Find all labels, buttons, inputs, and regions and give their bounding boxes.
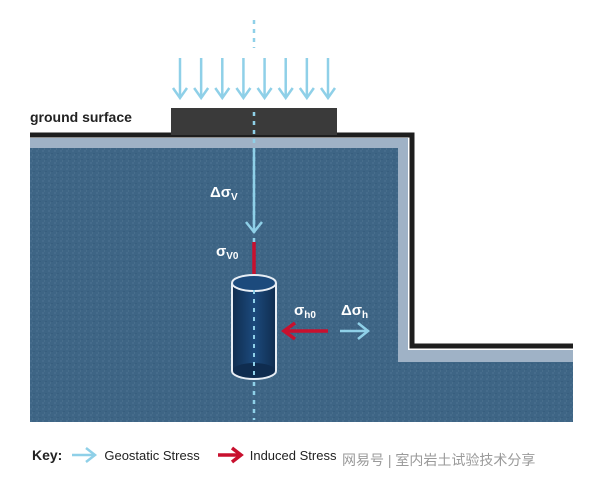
geostatic-arrow-icon (72, 447, 98, 463)
sigma-v0-label: σV0 (216, 243, 239, 262)
delta-sigma-v-label: ΔσV (210, 184, 238, 203)
delta-sigma-h-symbol: Δσ (341, 302, 363, 319)
sigma-h0-symbol: σ (294, 302, 305, 319)
load-arrow (319, 58, 337, 101)
load-arrow (256, 58, 273, 101)
ground-surface-label: ground surface (30, 109, 132, 125)
induced-arrow-icon (217, 446, 244, 464)
legend-geostatic-label: Geostatic Stress (104, 447, 200, 463)
load-arrow (214, 58, 231, 101)
delta-sigma-v-symbol: Δσ (210, 184, 232, 201)
soil-body (30, 138, 573, 422)
load-arrow (298, 58, 315, 101)
delta-sigma-h-arrow (340, 322, 371, 340)
delta-sigma-h-label: Δσh (341, 302, 368, 321)
legend: Key: Geostatic Stress Induced Stress (32, 444, 352, 466)
soil-sample-cylinder (231, 274, 277, 380)
legend-key-label: Key: (32, 447, 63, 463)
legend-induced-label: Induced Stress (249, 447, 337, 463)
load-arrow (171, 58, 189, 101)
load-arrow (277, 58, 294, 101)
delta-sigma-v-subscript: V (231, 192, 238, 203)
watermark: 网易号 | 室内岩土试验技术分享 (342, 452, 536, 468)
delta-sigma-v-arrow (245, 150, 263, 235)
sigma-v0-subscript: V0 (226, 251, 239, 262)
sigma-v0-symbol: σ (216, 243, 227, 260)
load-arrows (171, 58, 337, 101)
sigma-h0-subscript: h0 (304, 310, 316, 321)
load-arrow (193, 58, 210, 101)
load-arrow (235, 58, 252, 101)
delta-sigma-h-subscript: h (362, 310, 369, 321)
sigma-h0-arrow (281, 321, 328, 341)
sigma-h0-label: σh0 (294, 302, 316, 321)
